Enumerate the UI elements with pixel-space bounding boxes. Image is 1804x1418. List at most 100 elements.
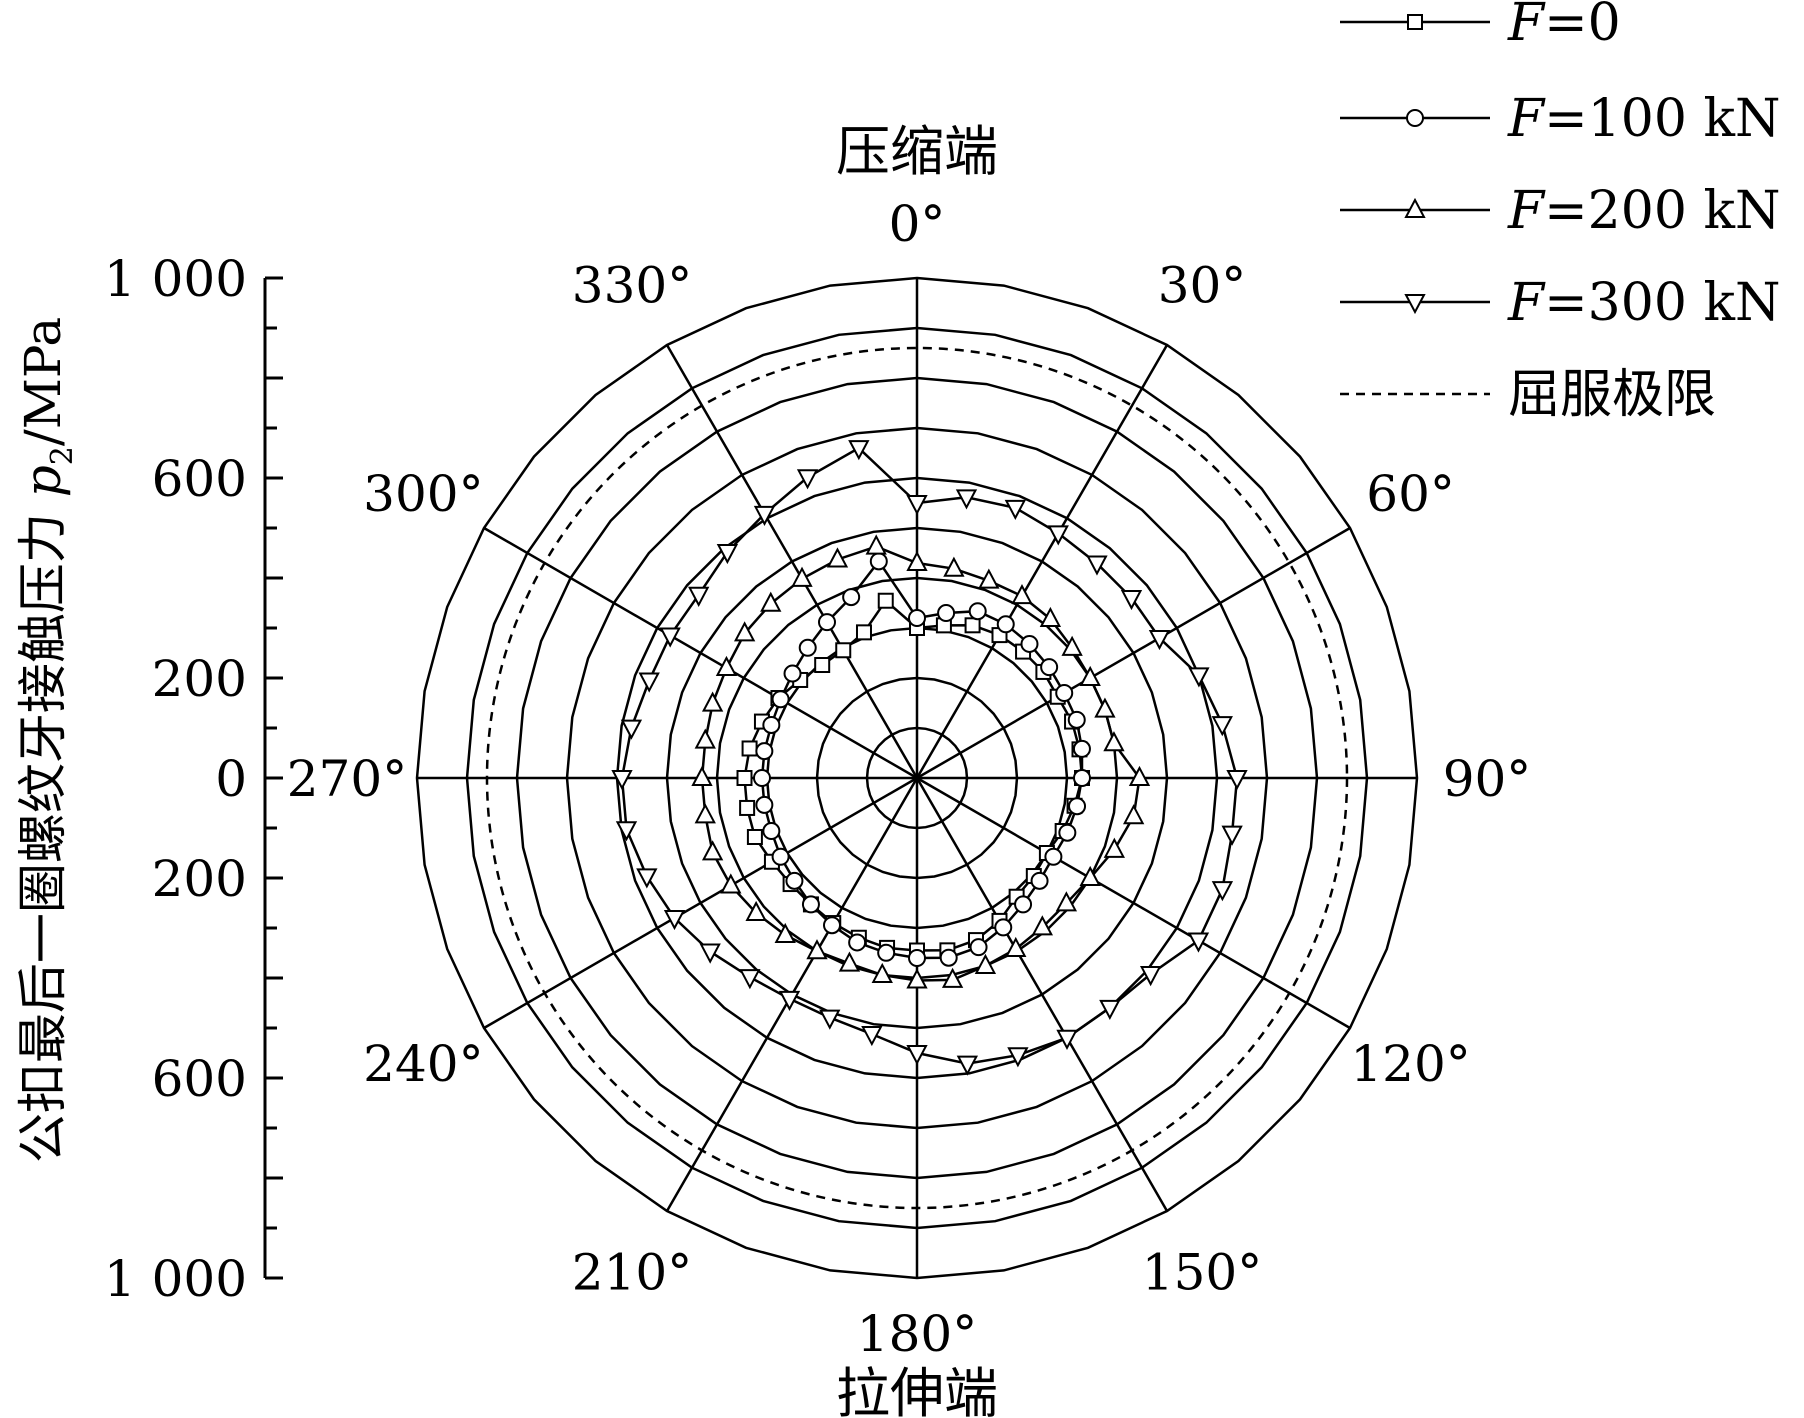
data-point-circle — [1030, 871, 1049, 890]
data-point-triangle-down — [753, 505, 776, 526]
grid-spoke — [915, 344, 1169, 779]
top-end-label: 压缩端 — [836, 120, 998, 183]
data-point-triangle-up — [691, 765, 713, 786]
data-point-circle — [939, 948, 958, 967]
data-point-triangle-up — [1103, 837, 1125, 858]
data-point-triangle-up — [701, 840, 724, 861]
radial-tick-label: 1 000 — [104, 250, 247, 308]
data-point-triangle-down — [1226, 770, 1248, 791]
data-point-circle — [818, 613, 836, 632]
radial-tick-label: 600 — [152, 450, 247, 508]
data-point-triangle-up — [941, 967, 964, 988]
data-point-triangle-up — [791, 566, 813, 587]
data-point-triangle-down — [955, 489, 978, 510]
legend-label-variable: F — [1507, 181, 1546, 241]
data-point-triangle-down — [615, 821, 638, 842]
data-point-triangle-up — [1404, 197, 1426, 218]
legend-label-variable: F — [1507, 89, 1546, 149]
data-point-triangle-up — [838, 951, 861, 972]
data-point-square — [739, 799, 756, 816]
data-point-circle — [1406, 109, 1424, 127]
angle-tick-label: 90° — [1443, 750, 1532, 808]
data-point-circle — [801, 895, 820, 914]
data-point-circle — [762, 715, 781, 734]
data-point-triangle-down — [1404, 294, 1426, 315]
data-point-circle — [1055, 684, 1074, 702]
angle-tick-label: 150° — [1142, 1244, 1262, 1302]
data-point-square — [1407, 14, 1423, 30]
data-point-circle — [969, 938, 988, 957]
data-point-triangle-down — [778, 990, 801, 1011]
data-point-triangle-down — [1099, 999, 1121, 1020]
data-point-triangle-down — [906, 1045, 928, 1066]
data-point-triangle-down — [1211, 881, 1234, 902]
data-point-triangle-up — [871, 962, 893, 983]
legend-label: 屈服极限 — [1508, 365, 1716, 425]
data-point-square — [964, 617, 981, 634]
data-point-triangle-down — [739, 969, 761, 990]
data-point-triangle-up — [906, 550, 928, 571]
data-point-triangle-up — [1103, 731, 1125, 752]
grid-spoke — [916, 526, 1351, 780]
data-point-circle — [908, 949, 926, 967]
grid-spoke — [665, 344, 919, 779]
data-point-triangle-down — [620, 719, 643, 740]
data-point-triangle-up — [1055, 891, 1078, 912]
data-point-triangle-down — [699, 943, 721, 964]
data-point-circle — [1020, 634, 1039, 653]
data-point-triangle-up — [1005, 936, 1027, 958]
data-point-triangle-up — [1031, 915, 1054, 936]
data-point-triangle-up — [1079, 865, 1101, 886]
angle-tick-label: 0° — [889, 195, 946, 253]
polar-grid — [415, 276, 1419, 1280]
data-point-circle — [1014, 895, 1033, 914]
data-point-triangle-down — [819, 1009, 841, 1030]
data-point-circle — [1068, 797, 1087, 816]
data-point-circle — [785, 871, 804, 890]
data-point-triangle-up — [1039, 606, 1062, 628]
grid-spoke — [915, 777, 1169, 1212]
series-group — [485, 346, 1349, 1210]
legend-label-variable: F — [1507, 0, 1546, 53]
legend-label-text: 屈服极限 — [1508, 365, 1716, 425]
data-point-triangle-up — [974, 953, 997, 974]
data-point-triangle-up — [1094, 697, 1116, 718]
data-point-triangle-down — [1221, 825, 1243, 846]
data-point-triangle-down — [1004, 499, 1026, 520]
data-point-triangle-down — [1120, 590, 1143, 611]
data-point-triangle-down — [848, 440, 870, 461]
data-point-triangle-up — [720, 873, 742, 894]
data-point-circle — [771, 847, 790, 866]
data-point-circle — [755, 795, 774, 814]
data-point-triangle-up — [760, 591, 782, 612]
data-point-circle — [1058, 823, 1077, 842]
data-point-circle — [1072, 739, 1091, 758]
data-point-circle — [994, 918, 1013, 937]
data-point-circle — [1040, 658, 1059, 677]
data-point-triangle-up — [1061, 635, 1083, 656]
data-point-triangle-down — [688, 586, 710, 607]
data-point-circle — [753, 769, 771, 787]
data-point-circle — [783, 664, 802, 683]
angle-tick-label: 120° — [1350, 1035, 1470, 1093]
data-point-square — [746, 828, 763, 845]
legend-label-text: =300 kN — [1544, 273, 1780, 333]
legend-label-variable: F — [1507, 273, 1546, 333]
radial-tick-label: 600 — [152, 1050, 247, 1108]
data-point-triangle-up — [826, 547, 849, 568]
data-point-triangle-down — [796, 469, 819, 490]
legend-label: F=0 — [1507, 0, 1621, 53]
yield-limit-circle — [485, 346, 1349, 1210]
y-axis-title-unit: /MPa — [14, 317, 72, 446]
y-axis-title-subscript: 2 — [45, 446, 80, 465]
y-axis-title-symbol: p — [14, 465, 72, 497]
data-point-triangle-down — [716, 544, 739, 565]
angle-tick-label: 210° — [572, 1244, 692, 1302]
data-point-circle — [908, 609, 926, 627]
data-point-triangle-down — [659, 627, 681, 648]
radial-tick-label: 200 — [152, 650, 247, 708]
data-point-triangle-up — [806, 939, 828, 960]
data-point-circle — [869, 552, 888, 571]
data-point-triangle-up — [943, 556, 965, 577]
angle-tick-label: 330° — [572, 256, 692, 314]
